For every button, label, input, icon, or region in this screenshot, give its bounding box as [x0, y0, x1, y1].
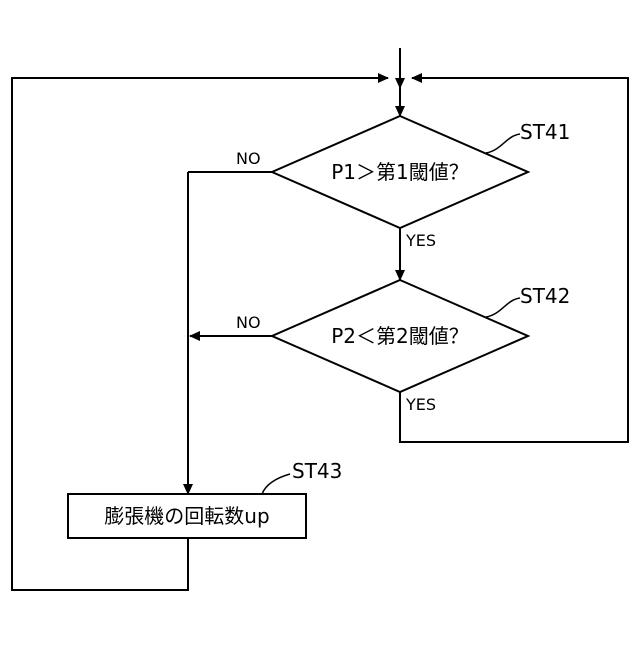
no-branch-label: NO	[236, 313, 261, 332]
no-branch-label: NO	[236, 149, 261, 168]
decision-condition-text: P2＜第2閾値？	[331, 324, 469, 348]
process-st43: 膨張機の回転数up	[68, 494, 306, 538]
step-id-leader-st41	[486, 134, 520, 153]
step-id-label: ST41	[520, 120, 570, 144]
step-id-label: ST43	[292, 459, 342, 483]
step-id-label: ST42	[520, 284, 570, 308]
process-action-text: 膨張機の回転数up	[104, 504, 269, 528]
yes-branch-label: YES	[405, 395, 436, 414]
decision-st42: P2＜第2閾値？	[272, 280, 528, 392]
yes-branch-label: YES	[405, 231, 436, 250]
decision-st41: P1＞第1閾値？	[272, 116, 528, 228]
step-id-leader-st42	[486, 298, 520, 317]
step-id-leader-st43	[262, 474, 290, 494]
decision-condition-text: P1＞第1閾値？	[331, 160, 469, 184]
